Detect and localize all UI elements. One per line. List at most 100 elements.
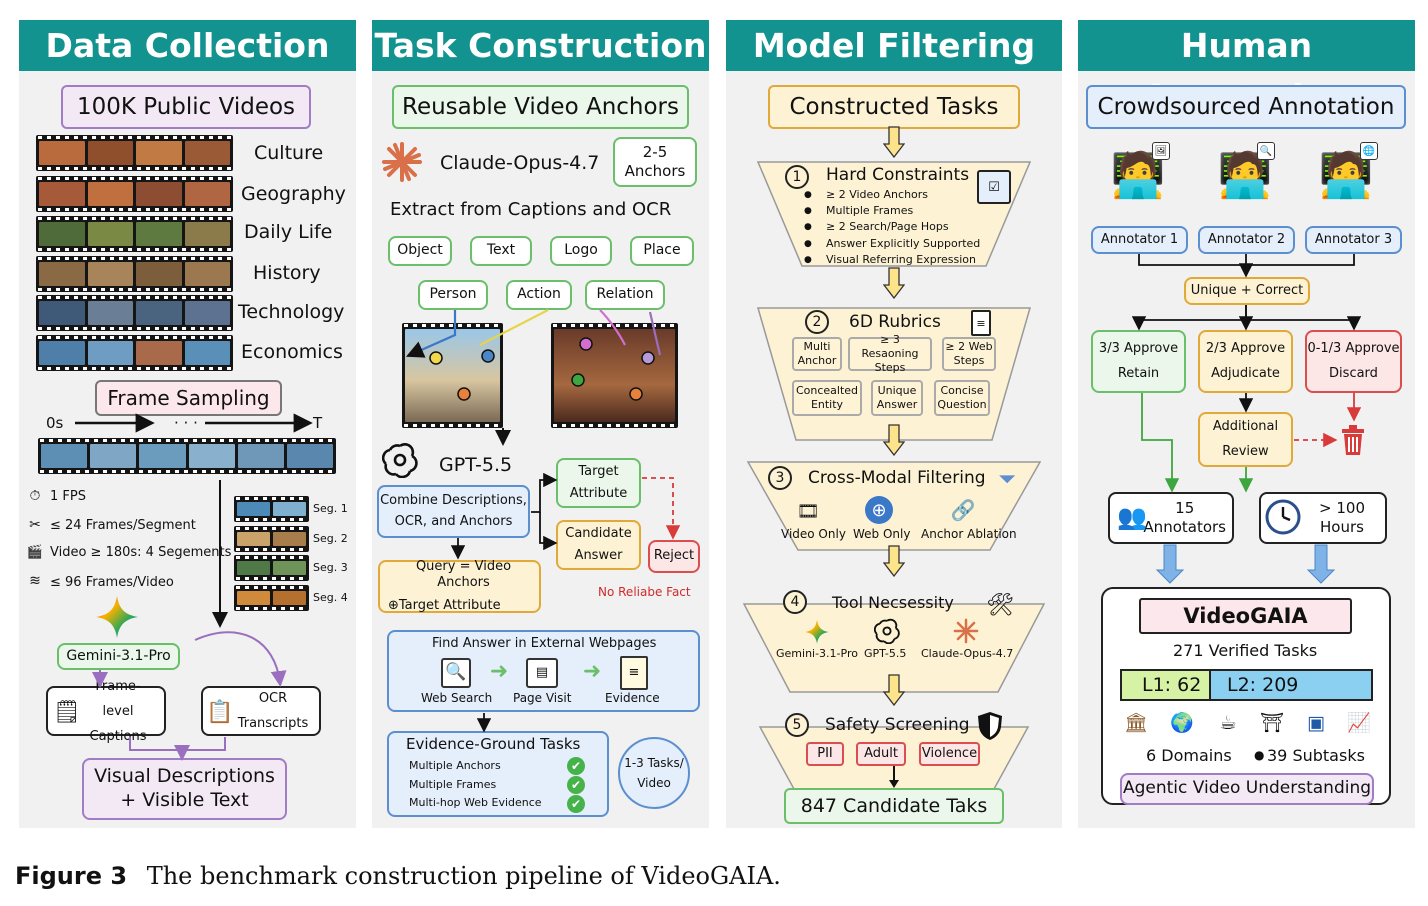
filter-funnel-icon: ⏷ xyxy=(998,466,1016,492)
unique-correct-box: Unique + Correct xyxy=(1184,277,1310,305)
rubric-line: Concise xyxy=(940,384,984,398)
down-arrow-icon xyxy=(883,126,905,158)
time-start: 0s xyxy=(46,414,64,432)
subtasks-label: 39 Subtasks xyxy=(1267,746,1365,765)
panel-header: Task Construction xyxy=(372,20,709,71)
anchors-count-box: 2-5 Anchors xyxy=(613,137,697,187)
segment-strip-3 xyxy=(234,555,309,581)
claude-icon xyxy=(380,140,424,184)
stage-4-funnel xyxy=(742,603,1046,693)
combine-line-2: OCR, and Anchors xyxy=(394,513,513,529)
separator-dot: ● xyxy=(1254,748,1265,762)
museum-icon: 🏛 xyxy=(1123,712,1149,735)
annotator-box: Annotator 3 xyxy=(1305,226,1402,254)
segment-strip-1 xyxy=(234,496,309,522)
agentic-video-label: Agentic Video Understanding xyxy=(1120,773,1374,805)
film-strip-geography xyxy=(36,176,233,212)
gemini-model-box: Gemini-3.1-Pro xyxy=(57,643,180,670)
anchor-point xyxy=(481,349,495,363)
figure-label: Figure 3 xyxy=(15,862,128,890)
evidence-tasks-title: Evidence-Ground Tasks xyxy=(406,735,581,753)
external-webpages-box: Find Answer in External Webpages 🔍 Web S… xyxy=(387,630,700,712)
cross-modal-item: Anchor Ablation xyxy=(921,527,1017,541)
anchor-tag: Action xyxy=(506,280,572,310)
down-arrow-icon xyxy=(883,545,905,577)
rule-bullet: ● xyxy=(804,206,812,216)
panel-header: Data Collection xyxy=(19,20,356,71)
segment-label: Seg. 4 xyxy=(313,591,348,604)
stage-number: 3 xyxy=(768,466,792,490)
frame-captions-box: Frame-level Captions xyxy=(46,679,166,744)
film-strip-technology xyxy=(36,295,233,331)
candidate-line-1: Candidate xyxy=(565,525,632,541)
stat-label: Annotators xyxy=(1143,518,1226,536)
panel-data-collection: Data Collection 100K Public Videos Cultu… xyxy=(19,20,356,828)
film-strip-economics xyxy=(36,335,233,371)
result-arrow-icon xyxy=(889,766,899,788)
rubric-line: Multi xyxy=(803,340,831,354)
rubric-line: Concealted xyxy=(795,384,859,398)
rule-bullet: ● xyxy=(804,190,812,200)
coffee-icon: ☕ xyxy=(1219,712,1237,735)
people-icon: 👥 xyxy=(1117,503,1147,531)
crowdsourced-title: Crowdsourced Annotation xyxy=(1086,85,1406,129)
sampled-frames-strip xyxy=(38,438,336,474)
anchors-count: 2-5 xyxy=(642,143,668,162)
visual-descriptions-box: Visual Descriptions + Visible Text xyxy=(82,758,287,820)
stage-1-title: Hard Constraints xyxy=(826,165,970,185)
stage-number: 5 xyxy=(785,713,809,737)
stat-value: 15 xyxy=(1175,499,1195,518)
anchor-tag: Logo xyxy=(550,236,612,266)
target-attribute-box: Target Attribute xyxy=(556,458,641,508)
annotator-box: Annotator 2 xyxy=(1198,226,1295,254)
cross-modal-item: Web Only xyxy=(853,527,911,541)
arrow-right-icon: ➜ xyxy=(489,659,509,685)
anchor-point xyxy=(429,351,443,365)
segment-label: Seg. 2 xyxy=(313,532,348,545)
frame-captions-label: Frame-level Captions xyxy=(89,678,147,744)
web-search-label: Web Search xyxy=(421,691,493,705)
output-line-1: Visual Descriptions xyxy=(94,765,275,788)
layers-icon: ≋ xyxy=(29,573,41,589)
stage-2-title: 6D Rubrics xyxy=(849,312,941,332)
stat-label: Hours xyxy=(1320,518,1364,536)
setting-segments: Video ≥ 180s: 4 Segements xyxy=(50,545,232,560)
evidence-item: Multi-hop Web Evidence xyxy=(409,796,542,809)
review-line: Review xyxy=(1222,443,1269,459)
panel-task-construction: Task Construction Reusable Video Anchors… xyxy=(372,20,709,828)
candidate-answer-box: Candidate Answer xyxy=(556,520,641,570)
panel-human-annotation: Human Annotation Crowdsourced Annotation… xyxy=(1078,20,1415,828)
check-icon: ✔ xyxy=(567,795,585,813)
anchor-point xyxy=(579,337,593,351)
tool-model: GPT-5.5 xyxy=(864,647,907,660)
tools-icon: 🛠 xyxy=(986,592,1014,618)
rubric-line: ≥ 3 Resaoning xyxy=(861,333,919,361)
page-visit-icon: ▤ xyxy=(526,658,558,688)
vote-discard-box: 0-1/3 Approve Discard xyxy=(1305,330,1402,393)
ocr-doc-icon: 📋 xyxy=(206,699,234,725)
tool-model: Claude-Opus-4.7 xyxy=(921,647,1014,660)
vote-adjudicate-box: 2/3 Approve Adjudicate xyxy=(1198,330,1293,393)
level-split-bar: L1: 62 L2: 209 xyxy=(1120,669,1373,701)
segment-label: Seg. 1 xyxy=(313,502,348,515)
category-label: Economics xyxy=(241,341,343,363)
figure-caption-text: The benchmark construction pipeline of V… xyxy=(146,862,781,890)
anchor-tag: Place xyxy=(630,236,694,266)
anchors-title: Reusable Video Anchors xyxy=(392,85,689,129)
down-arrow-icon xyxy=(883,267,905,299)
film-strip-culture xyxy=(36,135,233,171)
safety-tag: Adult xyxy=(856,742,906,766)
anchor-tag: Text xyxy=(470,236,532,266)
captions-doc-icon: 🗒 xyxy=(53,699,81,725)
broken-link-icon: 🔗 xyxy=(950,498,976,522)
segment-strip-2 xyxy=(234,526,309,552)
clock-icon xyxy=(1264,498,1302,536)
clapper-icon: 🎬 xyxy=(26,544,44,560)
time-end: T xyxy=(313,414,323,432)
stage-number: 4 xyxy=(783,590,807,614)
evidence-doc-icon: ≡ xyxy=(620,656,648,690)
